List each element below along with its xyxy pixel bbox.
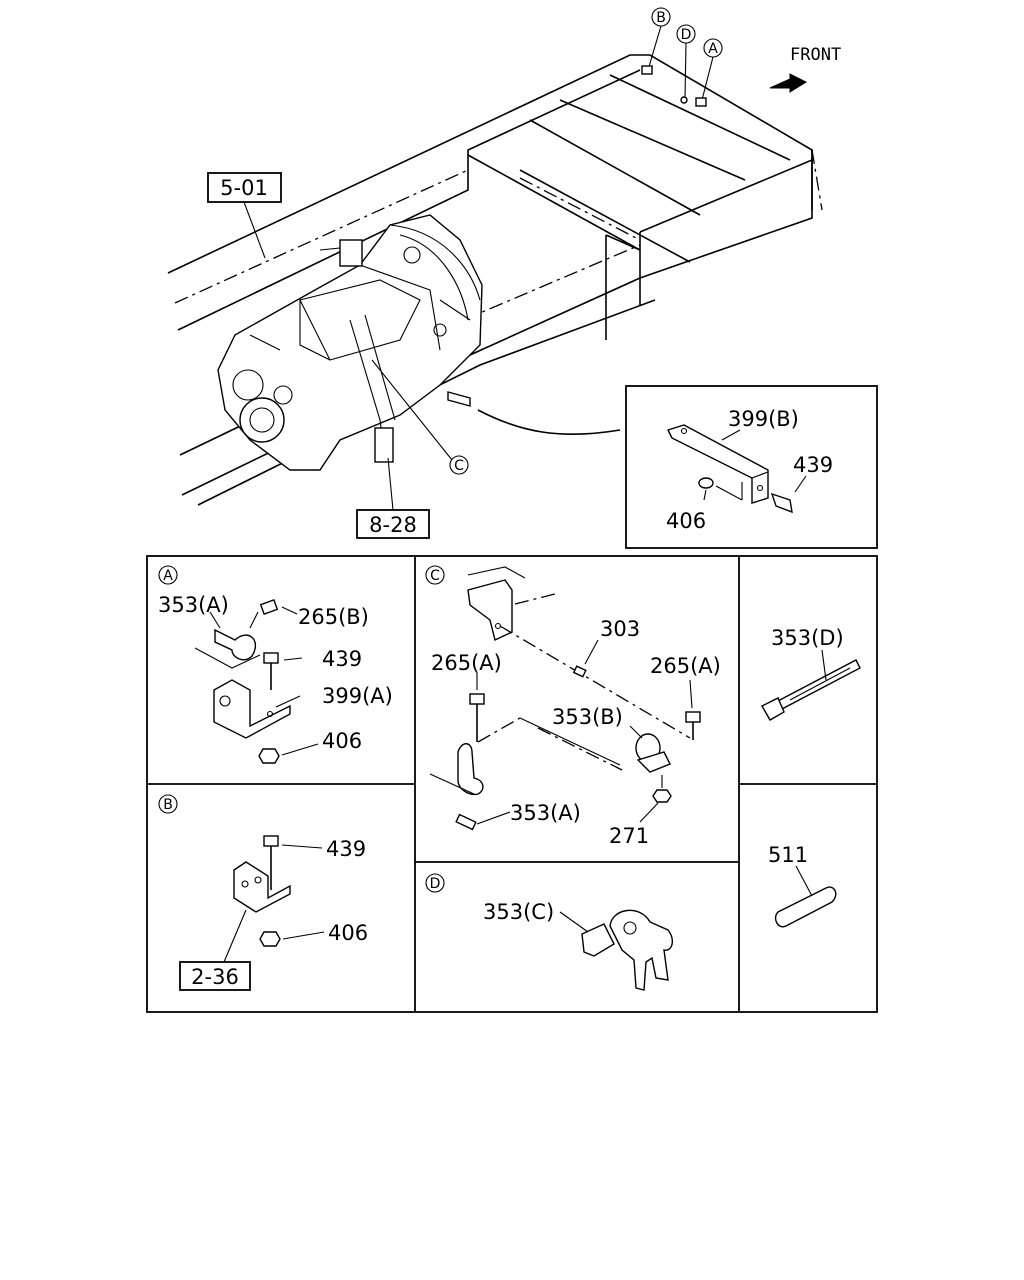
label-353a-panel-a: 353(A) xyxy=(158,593,229,617)
label-406-panel-a: 406 xyxy=(322,729,362,753)
ref-5-01-label: 5-01 xyxy=(220,176,268,200)
ref-2-36-label: 2-36 xyxy=(191,965,239,989)
panel-a-callout: A xyxy=(158,565,178,585)
svg-text:C: C xyxy=(430,568,440,584)
svg-text:A: A xyxy=(163,568,173,584)
label-271: 271 xyxy=(609,824,649,848)
label-265a-right: 265(A) xyxy=(650,654,721,678)
ref-box-5-01[interactable]: 5-01 xyxy=(207,172,282,203)
ref-box-2-36[interactable]: 2-36 xyxy=(179,961,251,991)
label-439-inset: 439 xyxy=(793,453,833,477)
front-arrow-icon xyxy=(769,73,808,93)
callout-b-main[interactable]: B xyxy=(651,7,671,27)
label-353b: 353(B) xyxy=(552,705,623,729)
svg-text:D: D xyxy=(681,27,692,43)
label-439-panel-a: 439 xyxy=(322,647,362,671)
label-399a: 399(A) xyxy=(322,684,393,708)
svg-text:B: B xyxy=(163,797,173,813)
label-406-inset: 406 xyxy=(666,509,706,533)
svg-text:C: C xyxy=(454,458,464,474)
label-353a-panel-c: 353(A) xyxy=(510,801,581,825)
front-direction-indicator: FRONT xyxy=(769,45,841,93)
callout-a-main[interactable]: A xyxy=(703,38,723,58)
transmission-assembly xyxy=(217,214,483,471)
callout-c-main[interactable]: C xyxy=(449,455,469,475)
panel-tube: 511 xyxy=(768,843,837,928)
panel-d: D 353(C) xyxy=(425,873,674,991)
inset-pointer-arrow xyxy=(477,409,621,436)
svg-text:A: A xyxy=(708,41,718,57)
label-353d: 353(D) xyxy=(771,626,844,650)
label-511: 511 xyxy=(768,843,808,867)
panel-c-callout: C xyxy=(425,565,445,585)
panel-cable-tie: 353(D) xyxy=(761,626,861,721)
label-265b: 265(B) xyxy=(298,605,369,629)
label-406-panel-b: 406 xyxy=(328,921,368,945)
label-265a-left: 265(A) xyxy=(431,651,502,675)
front-label: FRONT xyxy=(790,45,841,65)
inset-bracket-399b: 399(B) 439 406 xyxy=(625,385,878,549)
svg-text:D: D xyxy=(430,876,441,892)
detail-panels-frame xyxy=(146,555,878,1013)
label-399b: 399(B) xyxy=(728,407,799,431)
label-303: 303 xyxy=(600,617,640,641)
panel-d-callout: D xyxy=(425,873,445,893)
ref-box-8-28[interactable]: 8-28 xyxy=(356,509,430,539)
label-439-panel-b: 439 xyxy=(326,837,366,861)
callout-d-main[interactable]: D xyxy=(676,24,696,44)
panel-b: B 439 406 2-36 xyxy=(158,794,368,991)
panel-b-callout: B xyxy=(158,794,178,814)
svg-text:B: B xyxy=(656,10,666,26)
label-353c: 353(C) xyxy=(483,900,554,924)
bracket-399b-location xyxy=(447,391,471,407)
ref-8-28-label: 8-28 xyxy=(369,513,417,537)
panel-c: C 303 265(A) 265(A) 353(B) 353(A) 271 xyxy=(425,565,721,848)
main-assembly-view: 5-01 8-28 B D A C FRONT xyxy=(167,7,841,539)
panel-a: A 353(A) 265(B) 439 399(A) 406 xyxy=(158,565,393,764)
